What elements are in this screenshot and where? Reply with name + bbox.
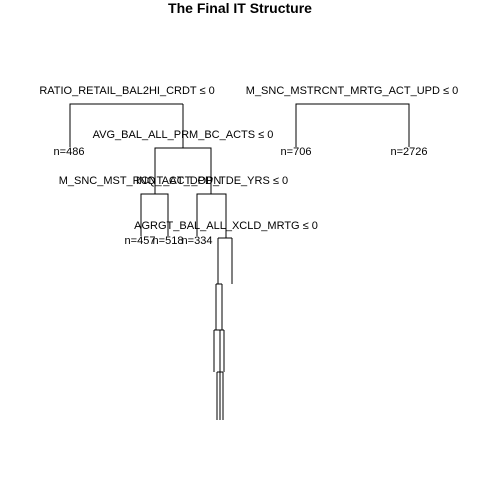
leaf-label-2726: n=2726 — [390, 146, 427, 158]
tree-edges — [69, 103, 410, 420]
split-label-inq-act: INQ_ACT_DPD_TDE_YRS ≤ 0 — [136, 175, 288, 187]
split-label-ratio-retail: RATIO_RETAIL_BAL2HI_CRDT ≤ 0 — [39, 85, 214, 97]
edge-avg-bal-split — [154, 147, 212, 172]
split-label-avg-bal: AVG_BAL_ALL_PRM_BC_ACTS ≤ 0 — [93, 129, 274, 141]
edge-agrgt-split — [217, 237, 233, 284]
edge-deep-2 — [213, 329, 225, 372]
chart-title: The Final IT Structure — [168, 0, 312, 16]
leaf-label-486: n=486 — [54, 146, 85, 158]
edge-deep-3 — [216, 371, 224, 420]
leaf-label-334: n=334 — [182, 235, 213, 247]
edge-deep-1 — [215, 283, 223, 330]
leaf-label-518: n=518 — [153, 235, 184, 247]
split-label-agrgt-bal: AGRGT_BAL_ALL_XCLD_MRTG ≤ 0 — [134, 220, 318, 232]
leaf-label-457: n=457 — [125, 235, 156, 247]
split-label-m-snc-mstrcnt: M_SNC_MSTRCNT_MRTG_ACT_UPD ≤ 0 — [246, 85, 458, 97]
edge-root-left — [69, 103, 183, 147]
leaf-label-706: n=706 — [281, 146, 312, 158]
split-label-m-snc-mst-rcnt: M_SNC_MST_RCNT_ACT_OPN — [59, 175, 222, 187]
edge-root-right — [295, 103, 410, 147]
